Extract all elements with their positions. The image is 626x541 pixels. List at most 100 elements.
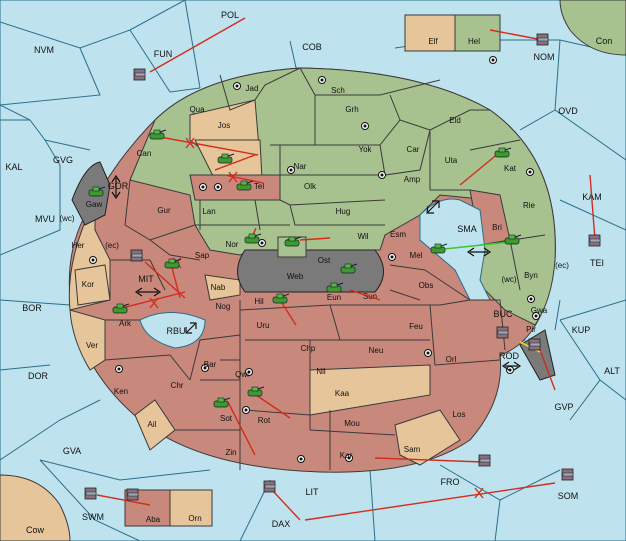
sea-label: SWM [82, 512, 104, 522]
region-Sam[interactable] [394, 409, 461, 466]
land-label: Uru [257, 321, 270, 330]
land-label: Gaw [86, 200, 103, 209]
tank-icon[interactable] [244, 233, 262, 244]
land-label: Rie [523, 201, 536, 210]
tank-icon[interactable] [340, 263, 358, 274]
land-label: Kor [82, 280, 95, 289]
tank-icon[interactable] [164, 258, 182, 269]
sea-label: GVG [53, 155, 73, 165]
sea-label: OVD [558, 106, 578, 116]
land-label: Mou [344, 419, 360, 428]
land-label: Kaa [335, 389, 350, 398]
land-label: Web [287, 272, 304, 281]
tank-icon[interactable] [88, 186, 106, 197]
sea-label: Con [596, 36, 613, 46]
land-label: Ail [148, 420, 157, 429]
tank-icon[interactable] [149, 129, 167, 140]
land-label: Eld [449, 116, 461, 125]
ship-icon[interactable] [263, 480, 276, 493]
region-Gur[interactable] [124, 179, 196, 241]
land-label: Nab [211, 283, 226, 292]
sea-label: GVA [63, 446, 81, 456]
land-label: Bri [492, 223, 502, 232]
central-impassable [237, 249, 384, 293]
land-label: Wil [357, 232, 368, 241]
land-label: Yok [358, 145, 372, 154]
ship-icon[interactable] [478, 454, 491, 467]
tank-icon[interactable] [504, 234, 522, 245]
tank-icon[interactable] [247, 386, 265, 397]
tank-icon[interactable] [112, 303, 130, 314]
land-label: Hel [468, 37, 480, 46]
land-label: Obs [419, 281, 434, 290]
sea-label: FUN [154, 49, 173, 59]
land-label: Lan [202, 207, 215, 216]
fleet-units [84, 33, 601, 501]
tank-icon[interactable] [272, 293, 290, 304]
support-order-green [434, 241, 511, 251]
region-Orn[interactable] [169, 489, 213, 527]
ship-icon[interactable] [130, 249, 143, 262]
land-label: Qua [189, 105, 205, 114]
sea-label: NVM [34, 45, 54, 55]
land-label: Ver [86, 341, 98, 350]
region-Con[interactable] [559, 0, 626, 56]
land-label: Sap [195, 251, 210, 260]
ship-icon[interactable] [528, 338, 541, 351]
land-label: Sot [220, 414, 233, 423]
land-label: Uta [445, 156, 458, 165]
ship-icon[interactable] [561, 468, 574, 481]
sea-label: GVP [554, 402, 573, 412]
ship-icon[interactable] [588, 234, 601, 247]
tank-icon[interactable] [430, 243, 448, 254]
land-label: Mel [410, 251, 423, 260]
sea-label: Cow [26, 525, 45, 535]
sea-label: MVU [35, 214, 55, 224]
tank-icon[interactable] [213, 397, 231, 408]
tank-icon[interactable] [326, 282, 344, 293]
region-Nab[interactable] [204, 274, 241, 301]
sea-label: KAL [5, 162, 22, 172]
ship-icon[interactable] [133, 68, 146, 81]
ship-icon[interactable] [496, 326, 509, 339]
ship-icon[interactable] [536, 33, 549, 46]
land-label: Gwa [531, 306, 548, 315]
tank-icon[interactable] [284, 236, 302, 247]
sea-label: MIT [138, 274, 154, 284]
land-label: Qwi [235, 370, 249, 379]
land-label: Gur [157, 206, 171, 215]
tank-icon[interactable] [217, 153, 235, 164]
land-label: Car [407, 145, 420, 154]
land-label: Her [72, 241, 85, 250]
coast-connectors [111, 174, 522, 371]
sea-label: RBU [166, 326, 185, 336]
land-label: Nar [294, 162, 307, 171]
tank-icon[interactable] [236, 180, 254, 191]
region-Hel[interactable] [454, 14, 501, 52]
region-Ver[interactable] [69, 309, 106, 371]
sea-label: TEI [590, 258, 604, 268]
land-label: Eun [327, 293, 341, 302]
ship-icon[interactable] [84, 487, 97, 500]
land-label: Hug [336, 207, 351, 216]
sea-RBU[interactable] [139, 312, 206, 349]
sea-label: SMA [457, 224, 477, 234]
region-Kor[interactable] [74, 264, 111, 306]
region-Cow[interactable] [0, 474, 71, 541]
sea-label: BUC [493, 309, 513, 319]
region-Elf[interactable] [404, 14, 456, 52]
land-label: Orl [446, 355, 457, 364]
sea-label: COB [302, 42, 322, 52]
land-label: Los [453, 410, 466, 419]
land-label: Bar [204, 360, 217, 369]
tank-icon[interactable] [494, 147, 512, 158]
land-label: Kar [340, 451, 353, 460]
land-label: Hil [254, 297, 264, 306]
land-label: Chr [171, 381, 184, 390]
land-label: Zin [225, 448, 236, 457]
land-label: Kat [504, 164, 517, 173]
ship-icon[interactable] [126, 488, 139, 501]
sea-label: (wc) [501, 275, 516, 284]
